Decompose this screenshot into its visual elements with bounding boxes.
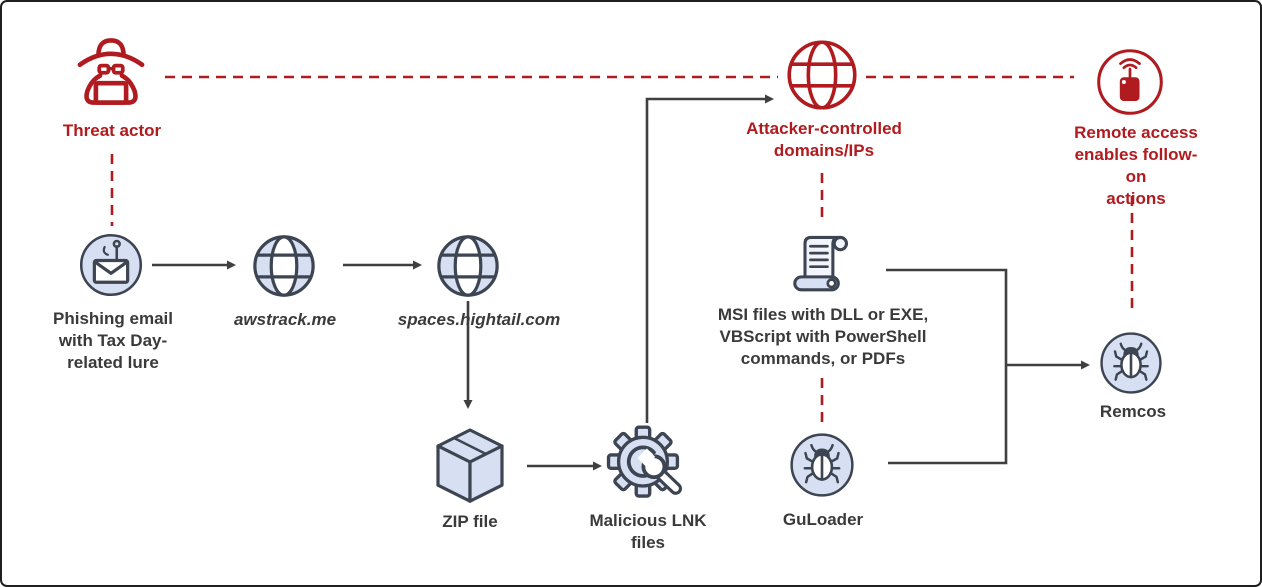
remcos-label: Remcos <box>1099 402 1167 421</box>
remote-access-label: Remote access enables follow-on actions <box>1074 123 1198 208</box>
threat-actor-label: Threat actor <box>62 121 162 140</box>
globe-red-icon <box>786 39 858 111</box>
globe-icon <box>252 234 316 298</box>
arrow-lnk-to-domains <box>645 94 774 423</box>
phishing-email-label: Phishing email with Tax Day- related lur… <box>53 309 173 372</box>
hightail-label: spaces.hightail.com <box>397 310 561 329</box>
bug-icon <box>789 432 855 498</box>
msi-files-label: MSI files with DLL or EXE, VBScript with… <box>717 305 929 368</box>
globe-icon <box>436 234 500 298</box>
lnk-files-label: Malicious LNK files <box>589 511 707 552</box>
bug-icon <box>1099 331 1163 395</box>
gear-wrench-icon <box>606 423 690 507</box>
awstrack-label: awstrack.me <box>233 310 337 329</box>
zip-file-label: ZIP file <box>442 512 498 531</box>
spy-icon <box>69 30 153 118</box>
email-hook-icon <box>79 233 143 297</box>
bracket-msi-guloader <box>886 268 1008 465</box>
remote-device-icon <box>1096 48 1164 116</box>
scroll-icon <box>788 230 856 302</box>
guloader-label: GuLoader <box>782 510 864 529</box>
package-box-icon <box>430 424 510 508</box>
attacker-domains-label: Attacker-controlled domains/IPs <box>746 119 902 160</box>
